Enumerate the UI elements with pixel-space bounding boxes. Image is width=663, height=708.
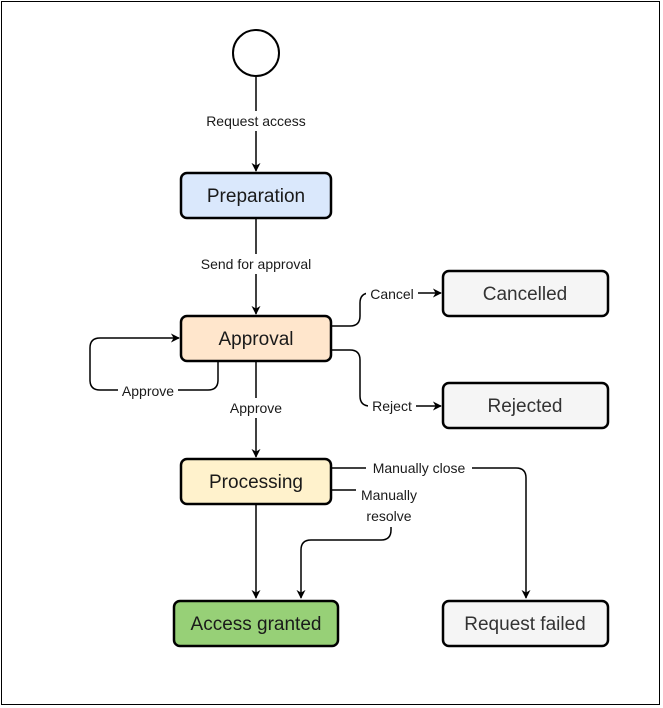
node-approval[interactable]: Approval [179,314,333,363]
label-send-for-approval: Send for approval [201,256,312,272]
label-approve: Approve [230,400,282,416]
node-processing[interactable]: Processing [179,457,333,506]
node-cancelled-label: Cancelled [483,284,568,305]
edge-manually-close [331,467,531,599]
node-access-granted[interactable]: Access granted [172,599,340,648]
node-request-failed-label: Request failed [464,614,585,635]
node-rejected[interactable]: Rejected [441,381,610,430]
label-cancel: Cancel [370,286,414,302]
label-reject: Reject [372,398,412,414]
node-rejected-label: Rejected [488,396,563,417]
node-request-failed[interactable]: Request failed [441,599,610,648]
edge-approve-loop [89,333,219,391]
label-manually-resolve-line1: Manually [361,487,417,503]
edge-cancel [331,288,442,327]
node-processing-label: Processing [209,472,303,493]
label-manually-resolve-line2: resolve [366,508,411,524]
start-state[interactable] [232,29,280,77]
label-manually-close: Manually close [373,460,466,476]
node-access-granted-label: Access granted [191,614,322,635]
node-approval-label: Approval [219,329,294,350]
node-cancelled[interactable]: Cancelled [441,269,610,318]
label-approve-loop: Approve [122,383,174,399]
node-preparation[interactable]: Preparation [179,171,333,220]
label-request-access: Request access [206,113,306,129]
edge-reject [331,349,442,411]
node-preparation-label: Preparation [207,186,305,207]
